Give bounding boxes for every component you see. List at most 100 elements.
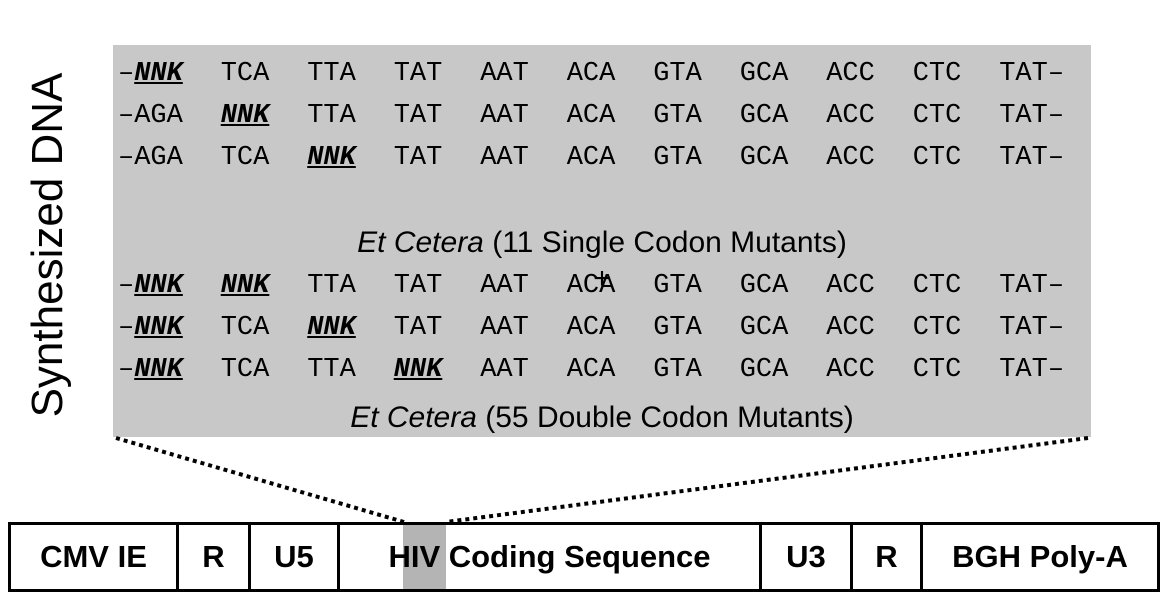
dash-end: – <box>1047 271 1065 301</box>
codon: GTA <box>653 143 702 173</box>
codon: GTA <box>653 271 702 301</box>
dash-start: – <box>118 313 135 343</box>
dash-end: – <box>1047 313 1065 343</box>
codon: TAT <box>393 271 443 301</box>
codon: ACC <box>826 271 875 301</box>
codon: CTC <box>912 101 962 131</box>
codon: TAT <box>999 355 1048 385</box>
codon: GCA <box>739 59 789 89</box>
codon: AAT <box>480 143 529 173</box>
codon: TAT <box>999 271 1048 301</box>
codon: GCA <box>739 271 789 301</box>
codon: GCA <box>739 101 789 131</box>
mutant-codon: NNK <box>307 143 356 173</box>
codon: TAT <box>999 143 1048 173</box>
single-note-italic: Et Cetera <box>357 226 484 259</box>
codon: CTC <box>912 313 962 343</box>
codon: AAT <box>480 313 529 343</box>
segment-r-left: R <box>179 525 251 589</box>
codon: ACA <box>566 59 616 89</box>
dash-start: – <box>118 143 135 173</box>
codon: GTA <box>653 313 702 343</box>
codon: ACC <box>826 313 875 343</box>
codon: TCA <box>220 313 270 343</box>
dash-start: – <box>118 271 135 301</box>
codon: CTC <box>912 143 962 173</box>
single-mutants-note: Et Cetera (11 Single Codon Mutants) <box>113 225 1091 261</box>
codon: ACC <box>826 355 875 385</box>
codon: ACA <box>566 313 616 343</box>
codon: TAT <box>393 143 443 173</box>
segment-u3: U3 <box>762 525 853 589</box>
codon: ACA <box>566 143 616 173</box>
plus-sign: + <box>593 262 611 295</box>
segment-cmv-ie: CMV IE <box>11 525 179 589</box>
codon: CTC <box>912 59 962 89</box>
dash-end: – <box>1047 355 1065 385</box>
codon: GTA <box>653 101 702 131</box>
codon: AAT <box>480 355 529 385</box>
double-note-italic: Et Cetera <box>350 401 477 434</box>
mutant-codon: NNK <box>393 355 443 385</box>
codon: GCA <box>739 355 789 385</box>
dash-start: – <box>118 101 135 131</box>
codon: ACC <box>826 143 875 173</box>
dash-start: – <box>118 59 135 89</box>
codon: ACA <box>566 355 616 385</box>
mutant-codon: NNK <box>134 59 183 89</box>
dash-start: – <box>118 355 135 385</box>
mutant-codon: NNK <box>134 313 183 343</box>
codon: TAT <box>393 59 443 89</box>
codon: AGA <box>134 143 183 173</box>
codon: TAT <box>999 313 1048 343</box>
segment-bgh-poly-a: BGH Poly-A <box>952 539 1128 574</box>
zoom-line-left <box>115 436 405 524</box>
dna-construct: CMV IE R U5 HIV Coding Sequence U3 R BGH… <box>8 522 1160 592</box>
codon: TTA <box>307 101 356 131</box>
dash-end: – <box>1047 101 1065 131</box>
codon: ACC <box>826 59 875 89</box>
segment-hiv-coding: HIV Coding Sequence <box>340 525 762 589</box>
dash-end: – <box>1047 143 1065 173</box>
codon: TCA <box>220 143 270 173</box>
codon: GCA <box>739 313 789 343</box>
codon: AAT <box>480 101 529 131</box>
segment-r-right: R <box>853 525 923 589</box>
mutant-codon: NNK <box>220 271 270 301</box>
codon: AGA <box>134 101 183 131</box>
codon: TAT <box>393 313 443 343</box>
codon: ACC <box>826 101 875 131</box>
codon: GCA <box>739 143 789 173</box>
codon: CTC <box>912 271 962 301</box>
zoom-line-right <box>445 436 1089 524</box>
double-mutants-note: Et Cetera (55 Double Codon Mutants) <box>113 400 1091 436</box>
mutant-codon: NNK <box>220 101 270 131</box>
double-note-rest: (55 Double Codon Mutants) <box>476 401 854 434</box>
mutated-region-highlight <box>403 525 446 589</box>
codon: TCA <box>220 355 270 385</box>
codon: TAT <box>393 101 443 131</box>
codon: TAT <box>999 59 1048 89</box>
codon: ACA <box>566 101 616 131</box>
codon: GTA <box>653 59 702 89</box>
mutant-codon: NNK <box>134 271 183 301</box>
codon: TAT <box>999 101 1048 131</box>
dash-end: – <box>1047 59 1065 89</box>
single-note-rest: (11 Single Codon Mutants) <box>483 226 847 259</box>
codon: AAT <box>480 271 529 301</box>
codon: TTA <box>307 355 356 385</box>
codon: TTA <box>307 59 356 89</box>
codon: GTA <box>653 355 702 385</box>
codon: AAT <box>480 59 529 89</box>
codon: TTA <box>307 271 356 301</box>
codon: CTC <box>912 355 962 385</box>
segment-u5: U5 <box>251 525 340 589</box>
